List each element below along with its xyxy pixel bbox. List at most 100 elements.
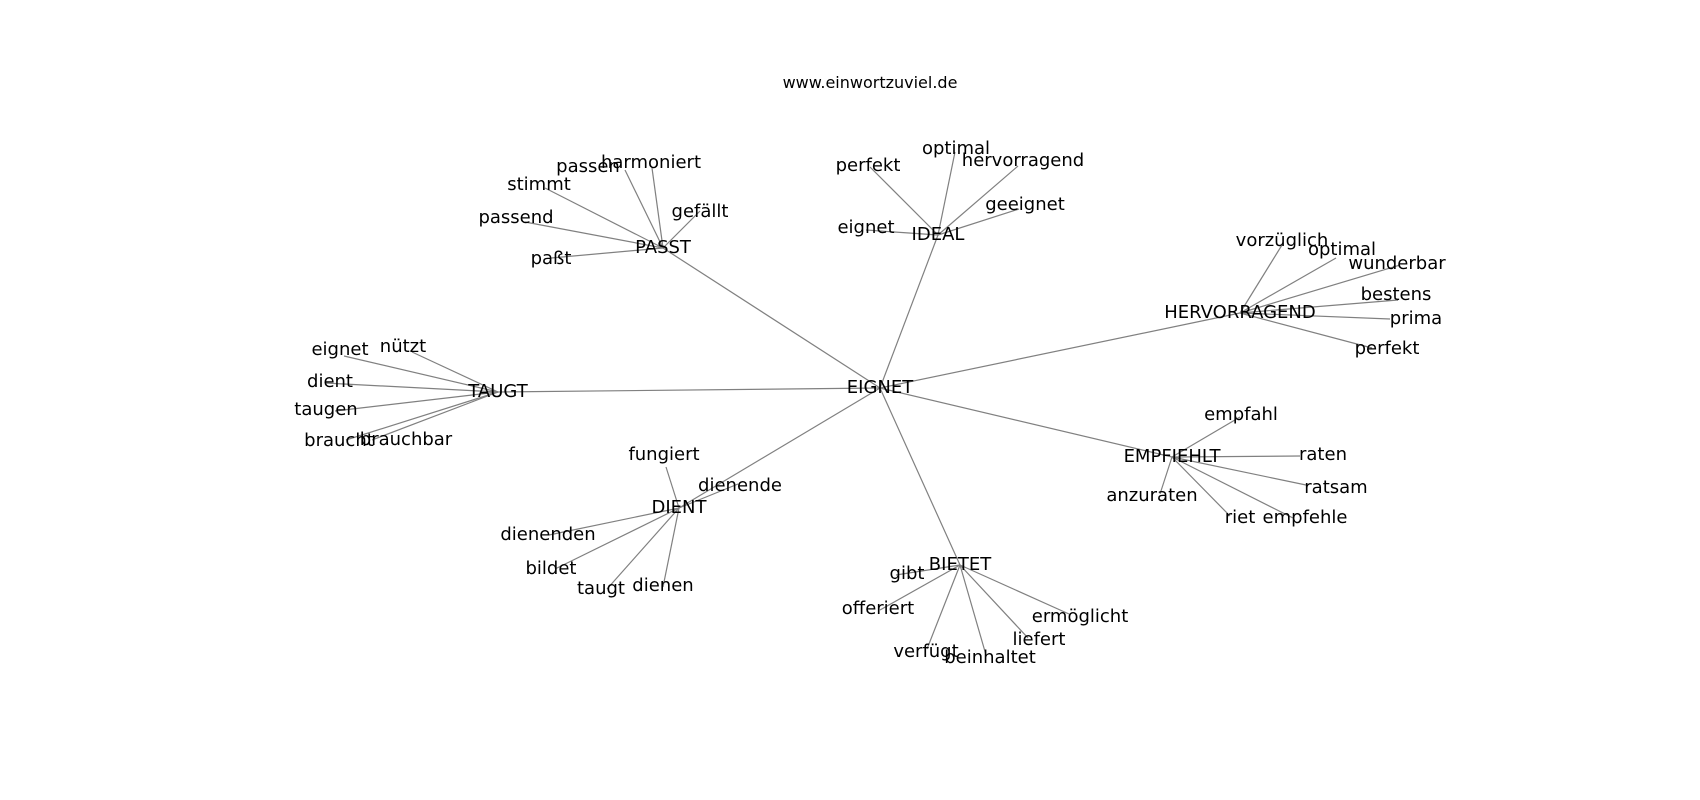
edge-passt-leaf-0 [624, 169, 664, 249]
node-leaf-empfiehlt-2: ratsam [1304, 477, 1367, 498]
edge-dient-leaf-4 [606, 507, 680, 590]
edge-hervorragend-leaf-4 [1239, 312, 1391, 320]
edge-taugt-leaf-3 [334, 391, 499, 412]
edge-bietet-leaf-1 [879, 564, 961, 611]
node-leaf-dient-1: dienende [698, 475, 782, 496]
node-leaf-taugt-5: brauchbar [360, 429, 453, 450]
edge-empfiehlt-leaf-0 [1171, 416, 1241, 458]
edge-passt-leaf-3 [662, 210, 701, 249]
site-title: www.einwortzuviel.de [783, 73, 958, 92]
node-leaf-ideal-4: eignet [837, 217, 894, 238]
node-hub-taugt: TAUGT [467, 381, 528, 402]
node-leaf-bietet-5: beinhaltet [944, 647, 1036, 668]
node-leaf-bietet-0: gibt [890, 563, 925, 584]
node-leaf-ideal-0: optimal [922, 138, 990, 159]
edge-bietet-leaf-0 [895, 564, 961, 576]
node-leaf-taugt-4: braucht [304, 430, 374, 451]
edge-hervorragend-leaf-5 [1239, 312, 1373, 349]
node-leaf-bietet-1: offeriert [842, 598, 914, 619]
node-leaf-dient-2: dienenden [500, 524, 595, 545]
edge-taugt-leaf-4 [345, 391, 499, 441]
edge-passt-leaf-4 [524, 221, 664, 249]
node-leaf-hervorragend-1: optimal [1308, 239, 1376, 260]
edge-taugt-leaf-1 [411, 351, 499, 393]
edge-empfiehlt-leaf-2 [1171, 456, 1307, 486]
edge-hervorragend-leaf-2 [1239, 264, 1401, 314]
edge-bietet-leaf-4 [926, 564, 961, 650]
edge-taugt-leaf-2 [324, 382, 499, 393]
node-leaf-bietet-4: verfügt [893, 641, 958, 662]
edge-root-taugt [497, 387, 881, 393]
node-hub-dient: DIENT [651, 497, 707, 518]
node-leaf-hervorragend-5: perfekt [1355, 338, 1420, 359]
node-leaf-ideal-2: hervorragend [962, 150, 1084, 171]
edge-hervorragend-leaf-3 [1239, 299, 1399, 314]
node-hub-passt: PASST [635, 237, 692, 258]
node-leaf-dient-3: bildet [526, 558, 577, 579]
edges-layer [324, 151, 1401, 656]
edge-dient-leaf-2 [548, 507, 680, 536]
node-leaf-hervorragend-0: vorzüglich [1236, 230, 1329, 251]
edge-passt-leaf-1 [651, 167, 664, 249]
edge-hervorragend-leaf-0 [1239, 244, 1283, 314]
edge-root-bietet [879, 387, 961, 566]
edge-root-passt [662, 247, 881, 389]
edge-taugt-leaf-0 [343, 355, 499, 393]
node-leaf-bietet-3: liefert [1013, 629, 1066, 650]
edge-passt-leaf-5 [550, 247, 664, 259]
edge-hervorragend-leaf-1 [1239, 257, 1337, 314]
edge-empfiehlt-leaf-4 [1171, 456, 1231, 517]
node-leaf-ideal-3: geeignet [985, 194, 1065, 215]
edge-bietet-leaf-2 [959, 564, 1070, 615]
node-leaf-taugt-3: taugen [294, 399, 357, 420]
node-leaf-empfiehlt-0: empfahl [1204, 404, 1278, 425]
node-leaf-empfiehlt-4: riet [1225, 507, 1256, 528]
edge-root-empfiehlt [879, 387, 1173, 458]
edge-dient-leaf-0 [665, 466, 680, 509]
node-leaf-hervorragend-4: prima [1390, 308, 1442, 329]
node-leaf-passt-3: gefällt [672, 201, 729, 222]
edge-dient-leaf-3 [554, 507, 680, 570]
edge-ideal-leaf-0 [937, 151, 956, 236]
edge-ideal-leaf-2 [937, 165, 1019, 236]
node-leaf-taugt-0: eignet [311, 339, 368, 360]
edge-empfiehlt-leaf-1 [1171, 455, 1301, 458]
node-leaf-empfiehlt-1: raten [1299, 444, 1347, 465]
node-leaf-taugt-1: nützt [380, 336, 426, 357]
node-hub-hervorragend: HERVORRAGEND [1164, 302, 1316, 323]
edge-empfiehlt-leaf-3 [1159, 456, 1173, 495]
node-root: EIGNET [847, 377, 914, 398]
edge-root-hervorragend [879, 312, 1241, 389]
edge-passt-leaf-2 [544, 187, 664, 249]
node-hub-empfiehlt: EMPFIEHLT [1124, 446, 1222, 467]
edge-ideal-leaf-1 [869, 166, 939, 236]
node-leaf-taugt-2: dient [307, 371, 353, 392]
node-leaf-empfiehlt-3: anzuraten [1106, 485, 1197, 506]
node-leaf-hervorragend-2: wunderbar [1348, 253, 1446, 274]
edge-bietet-leaf-3 [959, 564, 1029, 639]
node-leaf-passt-4: passend [478, 207, 553, 228]
node-leaf-passt-1: harmoniert [601, 152, 701, 173]
edge-taugt-leaf-5 [371, 391, 499, 441]
edge-empfiehlt-leaf-5 [1171, 456, 1294, 519]
node-leaf-passt-0: passen [556, 156, 620, 177]
edge-root-ideal [879, 234, 939, 389]
edge-ideal-leaf-4 [865, 229, 939, 236]
edge-ideal-leaf-3 [937, 208, 1020, 236]
node-hub-ideal: IDEAL [912, 224, 965, 245]
node-leaf-passt-5: paßt [531, 248, 572, 269]
edge-dient-leaf-1 [678, 483, 739, 509]
edge-dient-leaf-5 [662, 507, 680, 588]
node-leaf-bietet-2: ermöglicht [1032, 606, 1129, 627]
node-leaf-empfiehlt-5: empfehle [1263, 507, 1348, 528]
node-leaf-dient-4: taugt [577, 578, 625, 599]
node-hub-bietet: BIETET [929, 554, 992, 575]
edge-root-dient [678, 387, 881, 509]
node-leaf-passt-2: stimmt [507, 174, 571, 195]
node-leaf-dient-5: dienen [632, 575, 693, 596]
node-leaf-hervorragend-3: bestens [1361, 284, 1432, 305]
node-leaf-ideal-1: perfekt [836, 155, 901, 176]
edge-bietet-leaf-5 [959, 564, 987, 656]
